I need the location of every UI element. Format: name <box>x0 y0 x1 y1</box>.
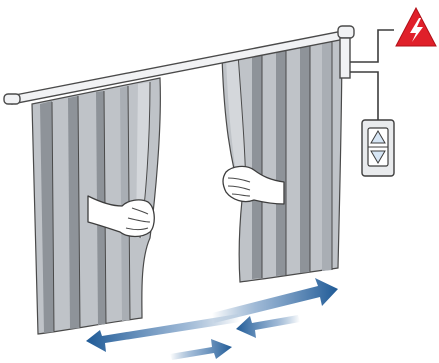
rail-end-cap-right <box>337 25 355 39</box>
left-hand-icon <box>87 195 155 238</box>
arrow-right-lower <box>170 339 232 360</box>
wall-switch[interactable] <box>361 119 395 177</box>
right-hand-icon <box>222 165 285 205</box>
arrow-right-upper <box>212 278 338 323</box>
arrow-left-lower <box>86 314 240 352</box>
wiring <box>350 29 394 120</box>
motion-arrows <box>86 278 338 360</box>
arrow-left-upper <box>236 315 300 338</box>
curtain-rail <box>3 25 355 105</box>
down-arrow-icon[interactable] <box>370 150 386 164</box>
motor-unit <box>339 37 351 79</box>
up-arrow-icon[interactable] <box>370 130 386 144</box>
right-curtain <box>221 33 343 283</box>
rail-end-cap-left <box>3 93 21 105</box>
power-warning-icon <box>395 6 437 47</box>
